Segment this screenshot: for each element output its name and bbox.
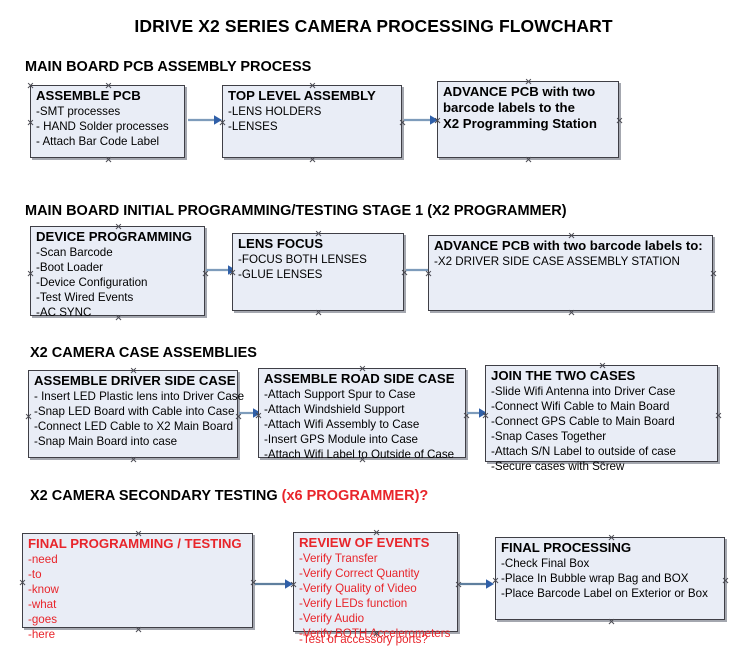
box-title: TOP LEVEL ASSEMBLY — [228, 88, 376, 103]
flow-box-top-level-assembly[interactable]: TOP LEVEL ASSEMBLY -LENS HOLDERS -LENSES — [222, 85, 402, 158]
box-line: -Device Configuration — [36, 275, 148, 289]
box-line: -Attach Windshield Support — [264, 402, 405, 416]
box-line: -GLUE LENSES — [238, 267, 323, 281]
box-line: -LENS HOLDERS — [228, 104, 322, 118]
flow-box-lens-focus[interactable]: LENS FOCUS -FOCUS BOTH LENSES -GLUE LENS… — [232, 233, 404, 311]
resize-handle[interactable] — [19, 579, 26, 586]
box-line: -Verify BOTH Accelerometers — [299, 626, 451, 640]
resize-handle[interactable] — [715, 412, 722, 419]
box-line: -Test Wired Events — [36, 290, 134, 304]
box-line: -know — [28, 582, 59, 596]
box-line-overflow: -Test of accessory ports? — [299, 633, 428, 646]
box-line: -Verify LEDs function — [299, 596, 408, 610]
box-line: -Boot Loader — [36, 260, 104, 274]
resize-handle[interactable] — [25, 413, 32, 420]
box-title: FINAL PROGRAMMING / TESTING — [28, 536, 242, 551]
resize-handle[interactable] — [608, 618, 615, 625]
flow-box-final-processing[interactable]: FINAL PROCESSING -Check Final Box -Place… — [495, 537, 725, 620]
resize-handle[interactable] — [309, 156, 316, 163]
page-title: IDRIVE X2 SERIES CAMERA PROCESSING FLOWC… — [134, 16, 613, 36]
box-line: -Secure cases with Screw — [491, 459, 625, 473]
box-line: -Snap Cases Together — [491, 429, 607, 443]
box-line: -X2 DRIVER SIDE CASE ASSEMBLY STATION — [434, 254, 680, 268]
box-line: - Insert LED Plastic lens into Driver Ca… — [34, 389, 245, 403]
box-line: X2 Programming Station — [443, 115, 597, 131]
box-line: -SMT processes — [36, 104, 121, 118]
box-line: -here — [28, 627, 56, 641]
box-line: -Attach Support Spur to Case — [264, 387, 416, 401]
box-title: REVIEW OF EVENTS — [299, 535, 430, 550]
box-line: -Snap Main Board into case — [34, 434, 178, 448]
box-line: -FOCUS BOTH LENSES — [238, 252, 367, 266]
resize-handle[interactable] — [568, 309, 575, 316]
flow-box-device-programming[interactable]: DEVICE PROGRAMMING -Scan Barcode -Boot L… — [27, 226, 205, 319]
box-title: ADVANCE PCB with two — [443, 84, 596, 99]
box-line: - Attach Bar Code Label — [36, 134, 160, 148]
resize-handle[interactable] — [130, 456, 137, 463]
connector-arrow — [239, 406, 263, 420]
box-title: FINAL PROCESSING — [501, 540, 632, 555]
flow-box-assemble-driver-side-case[interactable]: ASSEMBLE DRIVER SIDE CASE - Insert LED P… — [25, 370, 245, 458]
box-line: -Scan Barcode — [36, 245, 113, 259]
box-line: -Place Barcode Label on Exterior or Box — [501, 586, 708, 600]
box-title: ASSEMBLE DRIVER SIDE CASE — [34, 373, 236, 388]
flow-box-join-the-two-cases[interactable]: JOIN THE TWO CASES -Slide Wifi Antenna i… — [485, 365, 718, 473]
box-line: -need — [28, 552, 58, 566]
flow-box-review-of-events[interactable]: REVIEW OF EVENTS -Verify Transfer -Verif… — [293, 532, 458, 646]
flow-box-advance-pcb-programming-station[interactable]: ADVANCE PCB with two barcode labels to t… — [437, 81, 619, 158]
flow-box-final-programming-testing[interactable]: FINAL PROGRAMMING / TESTING -need -to -k… — [19, 533, 253, 641]
box-line: - HAND Solder processes — [36, 119, 169, 133]
resize-handle[interactable] — [315, 309, 322, 316]
resize-handle[interactable] — [616, 117, 623, 124]
box-line: -Attach S/N Label to outside of case — [491, 444, 676, 458]
box-line: -goes — [28, 612, 58, 626]
resize-handle[interactable] — [27, 82, 34, 89]
box-title: LENS FOCUS — [238, 236, 323, 251]
connector-arrow — [188, 113, 224, 127]
box-line: -what — [28, 597, 57, 611]
box-line: -Verify Quality of Video — [299, 581, 417, 595]
box-line: -Connect GPS Cable to Main Board — [491, 414, 675, 428]
box-line: -Place In Bubble wrap Bag and BOX — [501, 571, 689, 585]
box-line: -Snap LED Board with Cable into Case — [34, 404, 235, 418]
box-title: DEVICE PROGRAMMING — [36, 229, 193, 244]
box-line: -Verify Transfer — [299, 551, 378, 565]
box-line: barcode labels to the — [443, 99, 575, 115]
box-title: ASSEMBLE ROAD SIDE CASE — [264, 371, 455, 386]
resize-handle[interactable] — [27, 270, 34, 277]
section-heading-4: X2 CAMERA SECONDARY TESTING (x6 PROGRAMM… — [30, 488, 428, 504]
box-title: ADVANCE PCB with two barcode labels to: — [434, 238, 703, 253]
flow-box-advance-pcb-driver-side[interactable]: ADVANCE PCB with two barcode labels to: … — [428, 235, 713, 311]
box-line: -Connect Wifi Cable to Main Board — [491, 399, 670, 413]
connector-arrow — [467, 406, 489, 420]
box-title: JOIN THE TWO CASES — [491, 368, 636, 383]
box-line: -Attach Wifi Label to Outside of Case — [264, 447, 455, 461]
resize-handle[interactable] — [525, 156, 532, 163]
resize-handle[interactable] — [105, 156, 112, 163]
section-heading-1: MAIN BOARD PCB ASSEMBLY PROCESS — [25, 59, 312, 75]
resize-handle[interactable] — [722, 577, 729, 584]
connector-arrow — [404, 113, 440, 127]
resize-handle[interactable] — [710, 270, 717, 277]
box-line: -Verify Audio — [299, 611, 365, 625]
box-line: -LENSES — [228, 119, 278, 133]
section-heading-2: MAIN BOARD INITIAL PROGRAMMING/TESTING S… — [25, 203, 567, 219]
box-line: -Connect LED Cable to X2 Main Board — [34, 419, 234, 433]
section-heading-4-main: X2 CAMERA SECONDARY TESTING — [30, 488, 282, 504]
flow-box-assemble-road-side-case[interactable]: ASSEMBLE ROAD SIDE CASE -Attach Support … — [258, 368, 466, 461]
box-line: -Slide Wifi Antenna into Driver Case — [491, 384, 676, 398]
flow-box-assemble-pcb[interactable]: ASSEMBLE PCB -SMT processes - HAND Solde… — [30, 85, 185, 158]
box-line: -to — [28, 567, 42, 581]
box-line: -Check Final Box — [501, 556, 590, 570]
connector-arrow — [460, 577, 496, 591]
box-line: -Insert GPS Module into Case — [264, 432, 419, 446]
box-title: ASSEMBLE PCB — [36, 88, 141, 103]
connector-arrow — [255, 577, 295, 591]
box-line: -AC SYNC — [36, 305, 92, 319]
section-heading-4-accent: (x6 PROGRAMMER)? — [281, 488, 429, 504]
resize-handle[interactable] — [27, 119, 34, 126]
box-line: -Verify Correct Quantity — [299, 566, 420, 580]
section-heading-3: X2 CAMERA CASE ASSEMBLIES — [30, 345, 257, 361]
box-line: -Attach Wifi Assembly to Case — [264, 417, 420, 431]
